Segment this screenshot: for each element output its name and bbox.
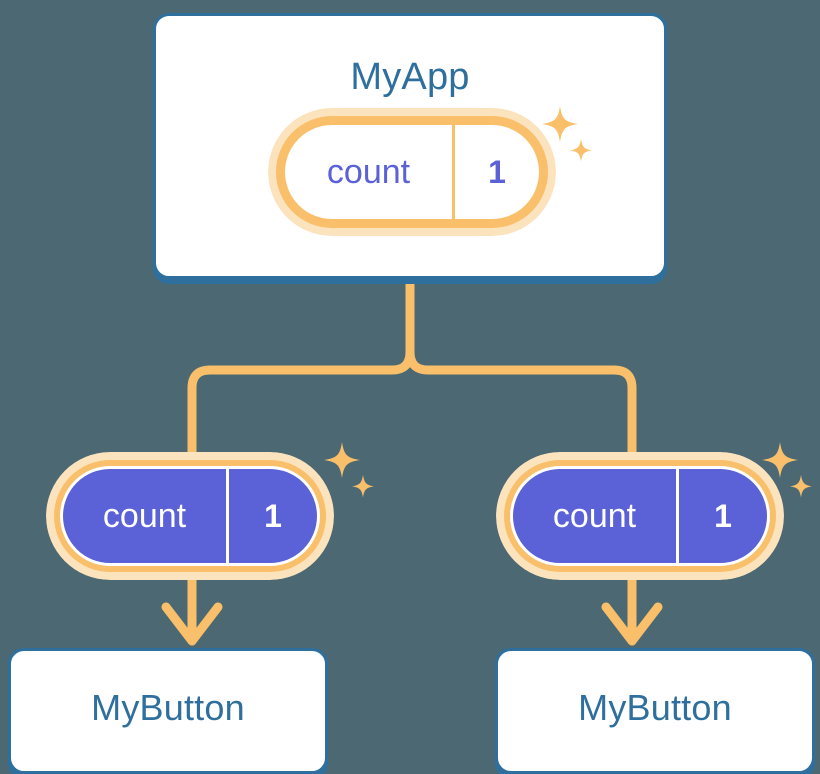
sparkle-group-left	[324, 442, 374, 498]
sparkle-group-root	[542, 106, 592, 162]
sparkle-large-icon	[324, 442, 360, 478]
arrow-head-left	[161, 602, 223, 646]
pill-inner: count 1	[285, 125, 539, 219]
sparkle-large-icon	[762, 442, 798, 478]
sparkle-large-icon	[542, 106, 578, 142]
leaf-signal-name-right: count	[513, 469, 679, 563]
sparkle-small-icon	[352, 475, 374, 498]
root-signal-value: 1	[488, 153, 506, 190]
leaf-component-title-right: MyButton	[578, 687, 732, 728]
sparkle-small-icon	[570, 139, 592, 162]
root-component-title: MyApp	[350, 56, 470, 98]
leaf-signal-name-left: count	[63, 469, 229, 563]
arrow-head-right	[601, 602, 663, 646]
root-signal-name: count	[285, 125, 455, 219]
leaf-signal-pill-right[interactable]: count 1	[496, 452, 784, 580]
leaf-component-card-right: MyButton	[495, 648, 815, 774]
root-signal-pill[interactable]: count 1	[268, 108, 556, 236]
pill-inner: count 1	[510, 466, 770, 566]
sparkle-group-right	[762, 442, 812, 498]
sparkle-small-icon	[790, 475, 812, 498]
leaf-signal-value-left: 1	[264, 497, 282, 534]
connector-trunk-split	[187, 280, 415, 461]
leaf-signal-value-right: 1	[714, 497, 732, 534]
connector-trunk-split-right	[405, 347, 637, 461]
leaf-component-title-left: MyButton	[91, 687, 245, 728]
pill-inner: count 1	[60, 466, 320, 566]
leaf-component-card-left: MyButton	[8, 648, 328, 774]
leaf-signal-pill-left[interactable]: count 1	[46, 452, 334, 580]
